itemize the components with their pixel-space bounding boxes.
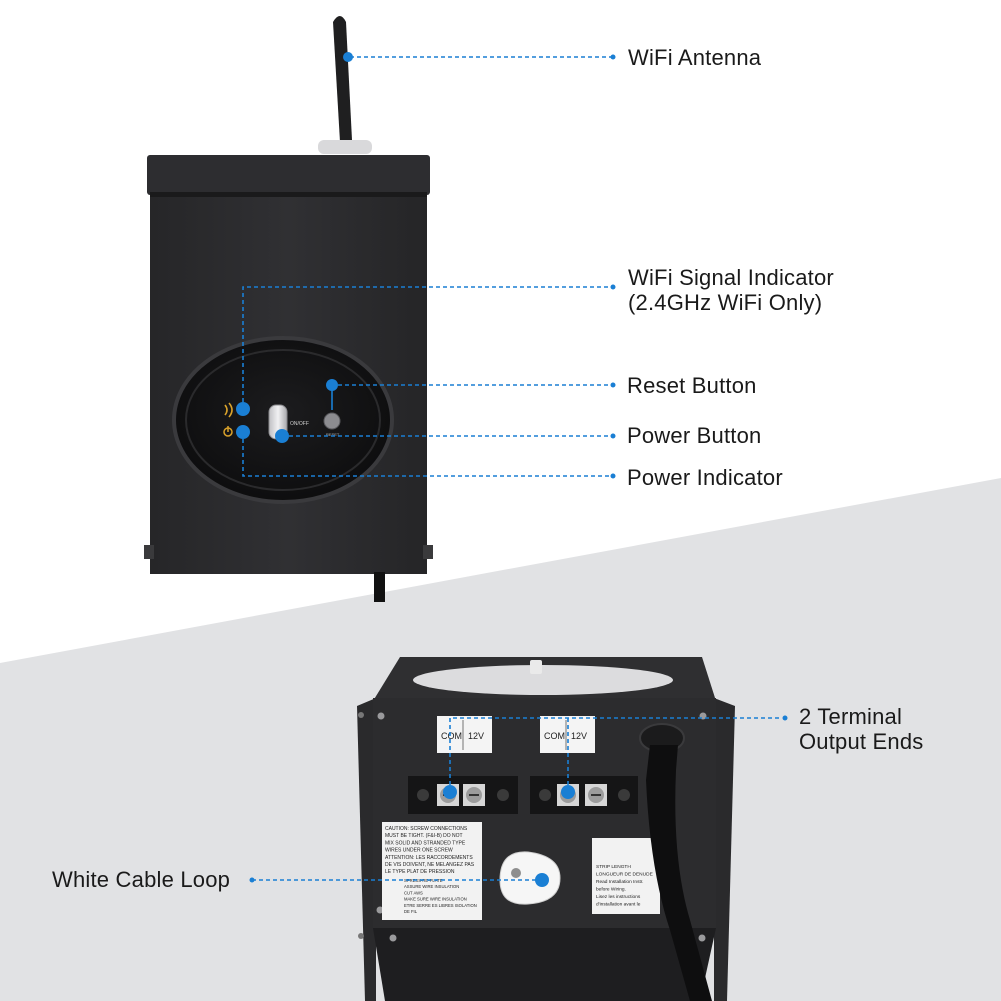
power-cord <box>639 723 712 1001</box>
callout-end-dots <box>249 54 788 883</box>
caution-b-line: CUT AWS <box>404 890 423 895</box>
caution-b-line: ETRE SERRE ES LIBRES ISOLATION <box>404 903 477 908</box>
label-wifi-antenna: WiFi Antenna <box>628 45 762 70</box>
caution-line: MIX SOLID AND STRANDED TYPE <box>385 840 466 846</box>
caution-line: DE VIS DOIVENT, NE MELANGEZ PAS <box>385 862 475 868</box>
label-terminal-2: Output Ends <box>799 729 924 754</box>
caution-line: WIRES UNDER ONE SCREW <box>385 848 453 854</box>
white-cable-loop <box>499 851 561 905</box>
antenna <box>333 16 352 142</box>
terminal-a-12v: 12V <box>468 731 484 741</box>
label-reset-button: Reset Button <box>627 373 757 398</box>
terminal-a-com: COM <box>441 731 462 741</box>
on-off-text: ON/OFF <box>290 421 309 427</box>
box-lid <box>147 155 430 195</box>
label-cable-loop: White Cable Loop <box>52 867 231 892</box>
label-power-button: Power Button <box>627 423 762 448</box>
caution-b-line: MAKE SURE WIRE INSULATION <box>404 897 467 902</box>
antenna-base <box>318 140 372 154</box>
strip-line: STRIP LENGTH <box>596 864 631 870</box>
callout-lines <box>242 56 782 881</box>
terminal-b-com: COM <box>544 731 565 741</box>
caution-line: CAUTION: SCREW CONNECTIONS <box>385 826 468 832</box>
power-cable-top <box>374 572 385 602</box>
terminal-b-12v: 12V <box>571 731 587 741</box>
caution-line: LE TYPE PLAT DE PRESSION <box>385 869 455 875</box>
strip-length-label <box>592 838 660 914</box>
strip-line: before Wiring. <box>596 887 626 893</box>
strip-line: LONGUEUR DE DENUDE <box>596 872 653 878</box>
label-wifi-signal-2: (2.4GHz WiFi Only) <box>628 290 823 315</box>
terminal-block-a <box>408 776 518 814</box>
terminal-label-a <box>437 716 492 753</box>
caution-line: MUST BE TIGHT. (F&I-B) DO NOT <box>385 833 463 839</box>
caution-label <box>382 822 482 920</box>
top-device: ON/OFF RESET <box>144 16 433 602</box>
power-indicator-icon <box>223 426 233 437</box>
label-terminal-1: 2 Terminal <box>799 704 903 729</box>
caution-line: ATTENTION: LES RACCORDEMENTS <box>385 855 473 861</box>
label-wifi-signal-1: WiFi Signal Indicator <box>628 265 834 290</box>
strip-line: d'installation avant le <box>596 902 641 908</box>
callout-dots <box>236 52 575 887</box>
strip-line: Lisez les instructions <box>596 894 641 900</box>
bottom-device: COM 12V COM 12V <box>357 657 735 1001</box>
caution-b-line: ASSURE WIRE INSULATION <box>404 884 459 889</box>
strip-line: Read Installation Instr. <box>596 879 643 885</box>
label-power-indicator: Power Indicator <box>627 465 783 490</box>
reset-button[interactable] <box>323 412 341 430</box>
reset-text: RESET <box>326 432 340 437</box>
caution-b-line: DE FIL <box>404 909 418 914</box>
terminal-block-b <box>530 776 638 814</box>
